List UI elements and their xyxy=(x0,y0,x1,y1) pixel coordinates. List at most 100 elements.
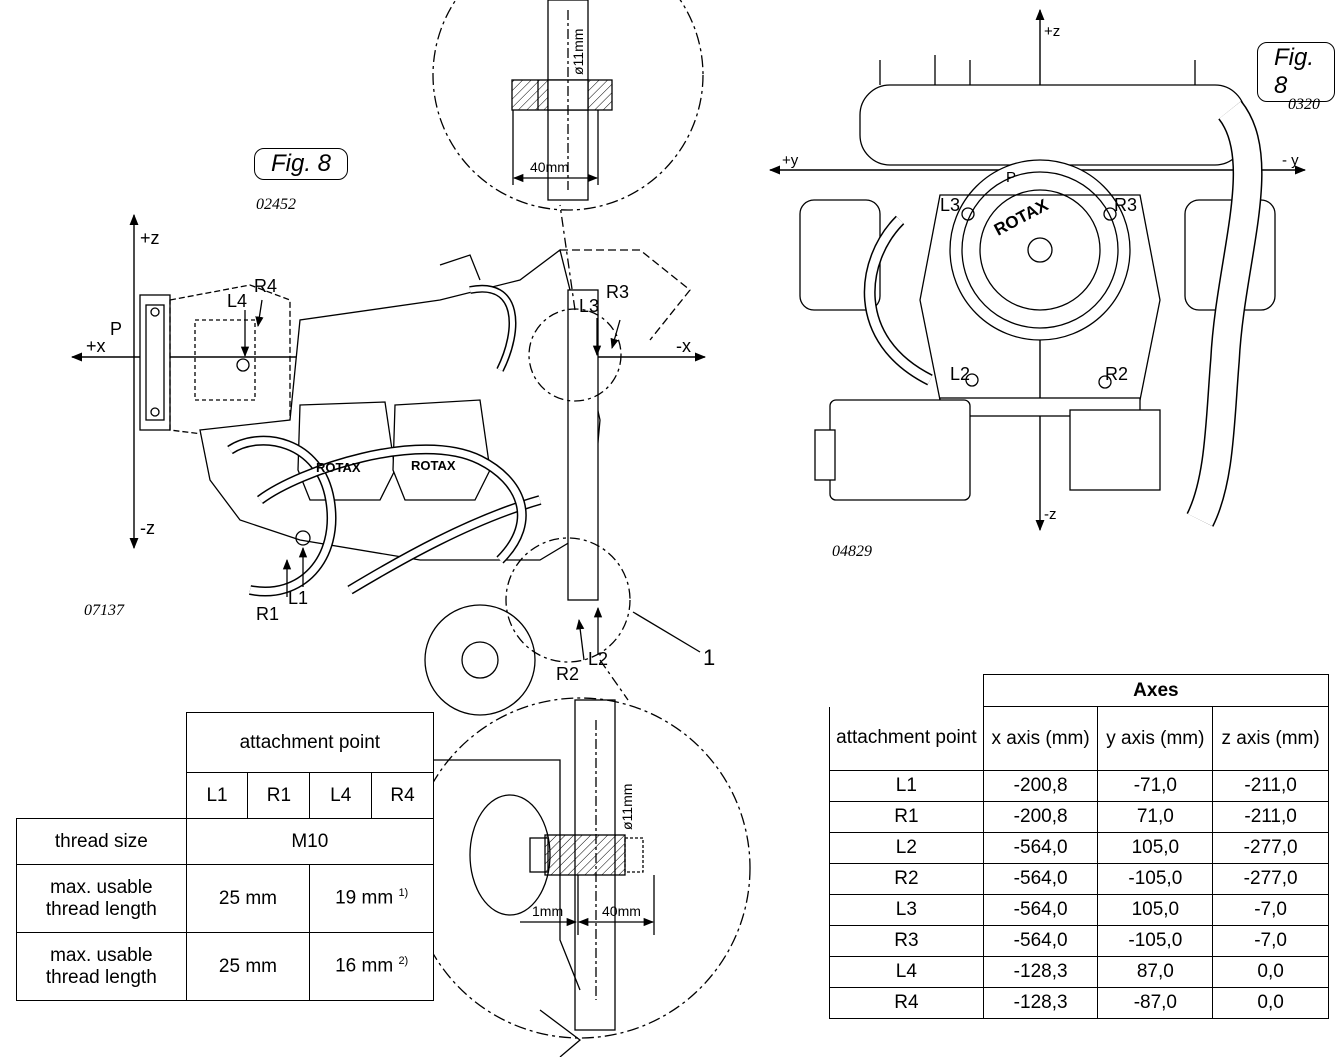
right-point-r3-label: R3 xyxy=(1114,195,1137,215)
axes-y: 87,0 xyxy=(1097,956,1214,988)
axes-x: -128,3 xyxy=(982,987,1099,1019)
thread-size-value: M10 xyxy=(185,818,435,865)
axes-x: -128,3 xyxy=(982,956,1099,988)
left-doc-number: 02452 xyxy=(256,196,296,213)
right-drawing-number: 04829 xyxy=(832,543,872,560)
axes-row: L3 -564,0 105,0 -7,0 xyxy=(829,894,1329,926)
valve-cover-brand-2: ROTAX xyxy=(411,458,456,473)
axes-z: 0,0 xyxy=(1212,987,1329,1019)
axes-x: -564,0 xyxy=(982,925,1099,957)
axes-point: L2 xyxy=(829,832,984,864)
axes-point: R3 xyxy=(829,925,984,957)
axes-row: R4 -128,3 -87,0 0,0 xyxy=(829,987,1329,1019)
thread-length-label-1: max. usable thread length xyxy=(16,864,187,933)
right-minus-y-label: - y xyxy=(1282,152,1299,169)
thread-size-label: thread size xyxy=(16,818,187,865)
axes-row: L1 -200,8 -71,0 -211,0 xyxy=(829,770,1329,802)
axes-row: L4 -128,3 87,0 0,0 xyxy=(829,956,1329,988)
thread-col-r1: R1 xyxy=(247,772,311,819)
axes-x: -564,0 xyxy=(982,894,1099,926)
point-r4-label: R4 xyxy=(254,276,277,296)
top-detail-length: 40mm xyxy=(530,159,569,175)
thread-col-r4: R4 xyxy=(371,772,434,819)
left-plus-x-label: +x xyxy=(86,336,106,356)
bottom-detail-section xyxy=(420,699,655,1057)
top-detail-diameter: ø11mm xyxy=(570,29,586,75)
axes-corner-header: attachment point xyxy=(829,706,984,771)
point-l2-label: L2 xyxy=(588,649,608,669)
axes-y: -71,0 xyxy=(1097,770,1214,802)
axes-y: 105,0 xyxy=(1097,894,1214,926)
axes-y: -87,0 xyxy=(1097,987,1214,1019)
left-drawing-number: 07137 xyxy=(84,602,124,619)
footnote-2: 2) xyxy=(398,955,409,968)
left-minus-x-label: -x xyxy=(676,336,691,356)
axes-z: -277,0 xyxy=(1212,863,1329,895)
left-engine-side-view xyxy=(70,0,751,1039)
axes-z: -7,0 xyxy=(1212,925,1329,957)
top-detail-section xyxy=(511,0,613,201)
axes-point: L4 xyxy=(829,956,984,988)
thread-length-2-r: 16 mm 2) xyxy=(309,932,434,1001)
axes-row: R2 -564,0 -105,0 -277,0 xyxy=(829,863,1329,895)
axes-row: R3 -564,0 -105,0 -7,0 xyxy=(829,925,1329,957)
axes-col-z: z axis (mm) xyxy=(1212,706,1329,771)
axes-x: -200,8 xyxy=(982,770,1099,802)
bottom-detail-gap: 1mm xyxy=(532,903,563,919)
axes-group-header: Axes xyxy=(982,674,1330,707)
thread-length-label-2: max. usable thread length xyxy=(16,932,187,1001)
axes-row: L2 -564,0 105,0 -277,0 xyxy=(829,832,1329,864)
left-plus-z-label: +z xyxy=(140,228,160,248)
right-figure-label: Fig. 8 xyxy=(1257,42,1335,102)
point-l3-label: L3 xyxy=(579,296,599,316)
axes-x: -200,8 xyxy=(982,801,1099,833)
right-engine-front-view xyxy=(768,8,1307,532)
axes-table: Axes attachment point x axis (mm) y axis… xyxy=(829,674,1330,1019)
callout-number: 1 xyxy=(703,645,715,670)
right-point-r2-label: R2 xyxy=(1105,364,1128,384)
bottom-detail-diameter: ø11mm xyxy=(619,784,635,830)
axes-z: -211,0 xyxy=(1212,770,1329,802)
right-minus-z-label: -z xyxy=(1044,506,1057,523)
axes-y: 105,0 xyxy=(1097,832,1214,864)
axes-col-y: y axis (mm) xyxy=(1097,706,1214,771)
axes-z: -277,0 xyxy=(1212,832,1329,864)
thread-col-l4: L4 xyxy=(309,772,373,819)
thread-length-2-l: 25 mm xyxy=(185,932,311,1001)
axes-x: -564,0 xyxy=(982,832,1099,864)
point-r2-label: R2 xyxy=(556,664,579,684)
thread-length-1-l: 25 mm xyxy=(185,864,311,933)
axes-z: -211,0 xyxy=(1212,801,1329,833)
right-plus-y-label: +y xyxy=(782,152,799,169)
footnote-1: 1) xyxy=(398,887,409,900)
axes-point: R1 xyxy=(829,801,984,833)
axes-z: 0,0 xyxy=(1212,956,1329,988)
axes-col-x: x axis (mm) xyxy=(982,706,1099,771)
thread-table: attachment point L1 R1 L4 R4 thread size… xyxy=(16,712,435,1001)
valve-cover-brand-1: ROTAX xyxy=(316,460,361,475)
axes-z: -7,0 xyxy=(1212,894,1329,926)
left-figure-label: Fig. 8 xyxy=(254,148,349,180)
right-p-label: P xyxy=(1006,169,1016,186)
right-point-l3-label: L3 xyxy=(940,195,960,215)
point-l1-label: L1 xyxy=(288,588,308,608)
right-plus-z-label: +z xyxy=(1044,23,1060,40)
axes-y: -105,0 xyxy=(1097,925,1214,957)
axes-point: L3 xyxy=(829,894,984,926)
thread-length-1-r: 19 mm 1) xyxy=(309,864,434,933)
axes-y: -105,0 xyxy=(1097,863,1214,895)
right-doc-number: 0320 xyxy=(1288,96,1320,113)
axes-point: R2 xyxy=(829,863,984,895)
axes-x: -564,0 xyxy=(982,863,1099,895)
axes-point: L1 xyxy=(829,770,984,802)
bottom-detail-length: 40mm xyxy=(602,903,641,919)
left-p-label: P xyxy=(110,319,122,339)
left-minus-z-label: -z xyxy=(140,518,155,538)
right-point-l2-label: L2 xyxy=(950,364,970,384)
thread-col-l1: L1 xyxy=(185,772,249,819)
point-l4-label: L4 xyxy=(227,291,247,311)
axes-row: R1 -200,8 71,0 -211,0 xyxy=(829,801,1329,833)
thread-table-group-header: attachment point xyxy=(185,712,435,773)
axes-point: R4 xyxy=(829,987,984,1019)
